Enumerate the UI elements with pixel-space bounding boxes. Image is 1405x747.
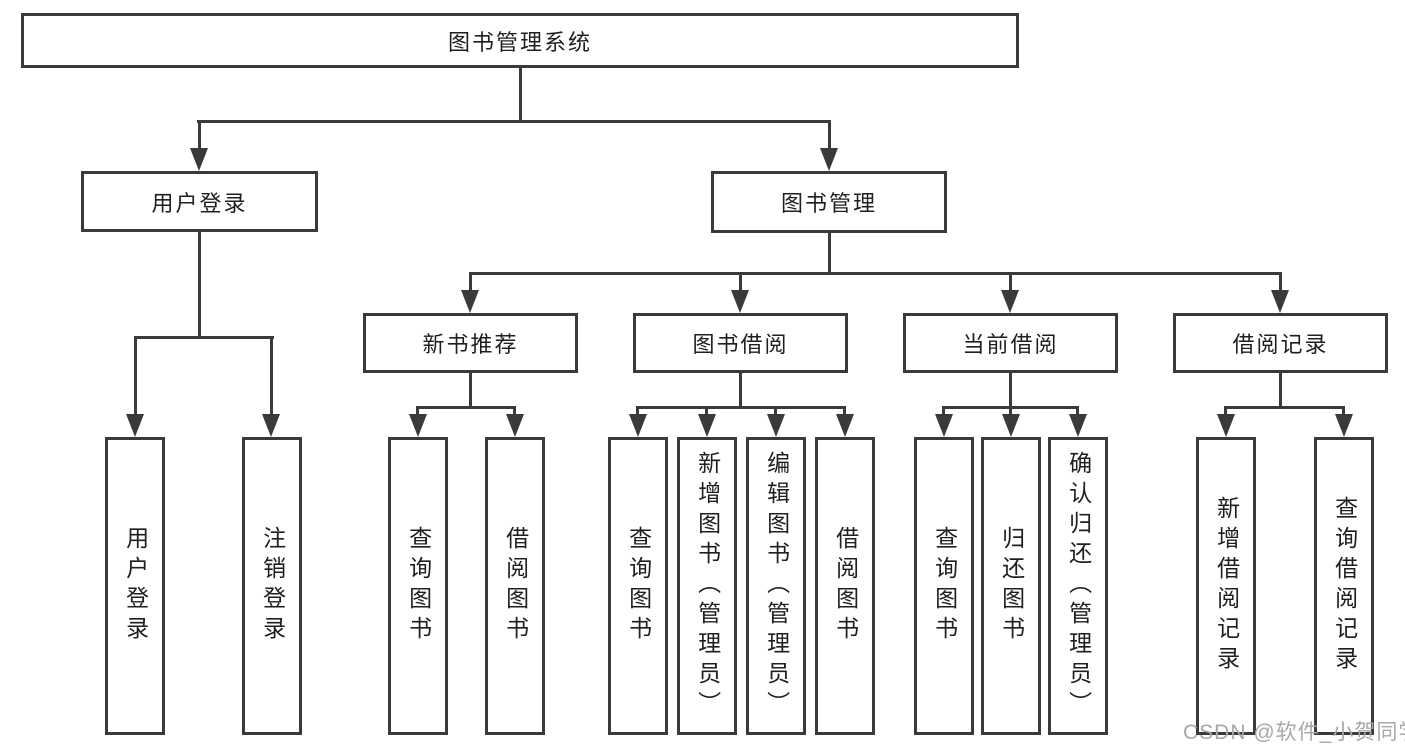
node-book-borrowing: 图书借阅 (633, 313, 848, 373)
arrow-down-icon (1002, 414, 1020, 437)
node-label: 借阅记录 (1232, 332, 1329, 357)
connector-user-login-stem (198, 120, 201, 149)
connector-borrow-record-down (1279, 373, 1282, 406)
arrow-down-icon (506, 414, 524, 437)
node-label: 借阅图书 (832, 526, 859, 646)
node-label: 查询图书 (405, 526, 432, 646)
node-nb-query-books: 查询图书 (388, 437, 448, 735)
connector-book-borrow-down (739, 373, 742, 406)
arrow-down-icon (820, 148, 838, 171)
arrow-down-icon (262, 414, 280, 437)
node-bb-borrow-books: 借阅图书 (815, 437, 875, 735)
arrow-down-icon (126, 414, 144, 437)
arrow-down-icon (935, 414, 953, 437)
node-label: 用户登录 (122, 526, 149, 646)
node-user-login: 用户登录 (81, 171, 318, 232)
connector-new-book-down (469, 373, 472, 406)
connector-borrow-record-branch (1224, 406, 1345, 409)
arrow-down-icon (1217, 414, 1235, 437)
node-cb-confirm-return-admin: 确认归还（管理员） (1048, 437, 1108, 735)
node-label: 归还图书 (998, 526, 1025, 646)
connector-new-book-stem (469, 272, 472, 292)
node-bb-query-books: 查询图书 (608, 437, 668, 735)
node-cb-query-books: 查询图书 (914, 437, 974, 735)
connector-book-borrow-stem (739, 272, 742, 292)
node-logout: 注销登录 (242, 437, 302, 735)
connector-new-book-branch (416, 406, 516, 409)
node-label: 图书管理 (780, 191, 877, 216)
arrow-down-icon (409, 414, 427, 437)
node-root: 图书管理系统 (21, 13, 1019, 68)
node-label: 当前借阅 (962, 332, 1059, 357)
node-bb-add-books-admin: 新增图书（管理员） (677, 437, 737, 735)
arrow-down-icon (190, 148, 208, 171)
connector-stem (636, 406, 639, 416)
connector-stem (1009, 406, 1012, 416)
connector-stem (705, 406, 708, 416)
connector-login-stem (134, 336, 137, 415)
node-br-add-record: 新增借阅记录 (1196, 437, 1256, 735)
arrow-down-icon (1271, 290, 1289, 313)
connector-current-borrow-stem (1009, 272, 1012, 292)
connector-user-login-branch (134, 336, 274, 339)
node-label: 新增借阅记录 (1213, 496, 1240, 676)
connector-stem (513, 406, 516, 416)
node-label: 借阅图书 (502, 526, 529, 646)
connector-stem (1076, 406, 1079, 416)
node-label: 查询图书 (931, 526, 958, 646)
arrow-down-icon (461, 290, 479, 313)
node-label: 注销登录 (259, 526, 286, 646)
node-label: 图书管理系统 (447, 29, 592, 55)
node-bb-edit-books-admin: 编辑图书（管理员） (746, 437, 806, 735)
connector-stem (774, 406, 777, 416)
node-login: 用户登录 (105, 437, 165, 735)
connector-current-borrow-down (1009, 373, 1012, 406)
connector-user-login-down (198, 232, 201, 336)
node-book-management: 图书管理 (711, 171, 947, 233)
arrow-down-icon (629, 414, 647, 437)
node-nb-borrow-books: 借阅图书 (485, 437, 545, 735)
arrow-down-icon (1335, 414, 1353, 437)
node-borrowing-records: 借阅记录 (1173, 313, 1388, 373)
connector-stem (942, 406, 945, 416)
node-label: 新书推荐 (422, 332, 519, 357)
node-label: 查询借阅记录 (1331, 496, 1358, 676)
node-new-book-recommend: 新书推荐 (363, 313, 578, 373)
connector-stem (416, 406, 419, 416)
arrow-down-icon (1069, 414, 1087, 437)
connector-stem (1224, 406, 1227, 416)
node-label: 查询图书 (625, 526, 652, 646)
node-br-query-record: 查询借阅记录 (1314, 437, 1374, 735)
connector-level3-branch (469, 272, 1282, 275)
connector-stem (1342, 406, 1345, 416)
arrow-down-icon (767, 414, 785, 437)
node-label: 编辑图书（管理员） (763, 451, 790, 721)
node-current-borrowing: 当前借阅 (903, 313, 1118, 373)
arrow-down-icon (836, 414, 854, 437)
connector-logout-stem (270, 336, 273, 415)
connector-level2-branch (197, 120, 831, 123)
csdn-watermark: CSDN @软件_小贺同学 (1183, 721, 1405, 744)
connector-root-stub (519, 68, 522, 120)
node-label: 新增图书（管理员） (694, 451, 721, 721)
node-label: 确认归还（管理员） (1065, 451, 1092, 721)
connector-book-borrow-branch (636, 406, 846, 409)
node-label: 用户登录 (151, 190, 248, 216)
arrow-down-icon (698, 414, 716, 437)
node-cb-return-books: 归还图书 (981, 437, 1041, 735)
connector-stem (843, 406, 846, 416)
connector-borrow-record-stem (1279, 272, 1282, 292)
connector-book-mgmt-stem (828, 120, 831, 149)
node-label: 图书借阅 (692, 332, 789, 357)
arrow-down-icon (1001, 290, 1019, 313)
arrow-down-icon (731, 290, 749, 313)
connector-book-mgmt-down (828, 233, 831, 272)
